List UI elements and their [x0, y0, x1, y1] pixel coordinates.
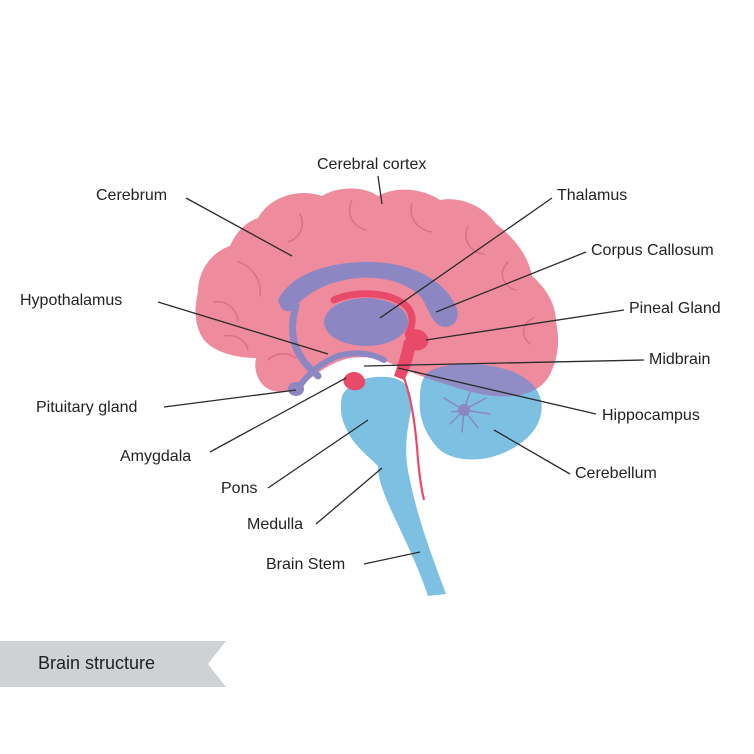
caption-text: Brain structure: [38, 653, 156, 673]
hypothalamus: [297, 350, 387, 389]
leader-midbrain: [363, 359, 645, 367]
leader-cerebral-cortex: [377, 175, 383, 205]
leader-hypothalamus: [157, 301, 329, 355]
label-pineal-gland: Pineal Gland: [629, 300, 721, 317]
leader-lines: [157, 175, 645, 565]
leader-thalamus: [379, 197, 553, 319]
leader-pituitary-gland: [163, 389, 297, 408]
label-medulla: Medulla: [247, 516, 304, 533]
label-midbrain: Midbrain: [649, 351, 711, 368]
label-cerebral-cortex: Cerebral cortex: [317, 156, 427, 173]
cortex-folds: [213, 199, 535, 361]
label-hypothalamus: Hypothalamus: [20, 292, 123, 309]
arbor-center: [458, 404, 470, 416]
label-corpus-callosum: Corpus Callosum: [591, 242, 714, 259]
label-pituitary-gland: Pituitary gland: [36, 399, 138, 416]
label-cerebellum: Cerebellum: [575, 465, 657, 482]
label-amygdala: Amygdala: [120, 448, 192, 465]
stria-arc: [330, 290, 416, 338]
leader-medulla: [315, 467, 383, 525]
midbrain: [394, 340, 416, 380]
leader-brain-stem: [363, 551, 421, 565]
leader-cerebellum: [493, 429, 571, 475]
thalamus: [324, 298, 408, 346]
amygdala: [343, 372, 366, 391]
label-thalamus: Thalamus: [557, 187, 628, 204]
leader-cerebrum: [185, 197, 293, 257]
leader-amygdala: [209, 377, 347, 453]
leader-corpus-callosum: [435, 251, 587, 313]
red-tract: [402, 377, 426, 501]
leader-pineal-gland: [425, 309, 625, 341]
label-pons: Pons: [221, 480, 258, 497]
brain-stem: [340, 376, 446, 596]
label-hippocampus: Hippocampus: [602, 407, 700, 424]
caption-ribbon: [0, 641, 226, 687]
label-cerebrum: Cerebrum: [96, 187, 168, 204]
label-brain-stem: Brain Stem: [266, 556, 346, 573]
pituitary-gland: [288, 382, 304, 396]
leader-pons: [267, 419, 369, 489]
corpus-callosum: [278, 261, 458, 327]
leader-hippocampus: [397, 367, 597, 415]
